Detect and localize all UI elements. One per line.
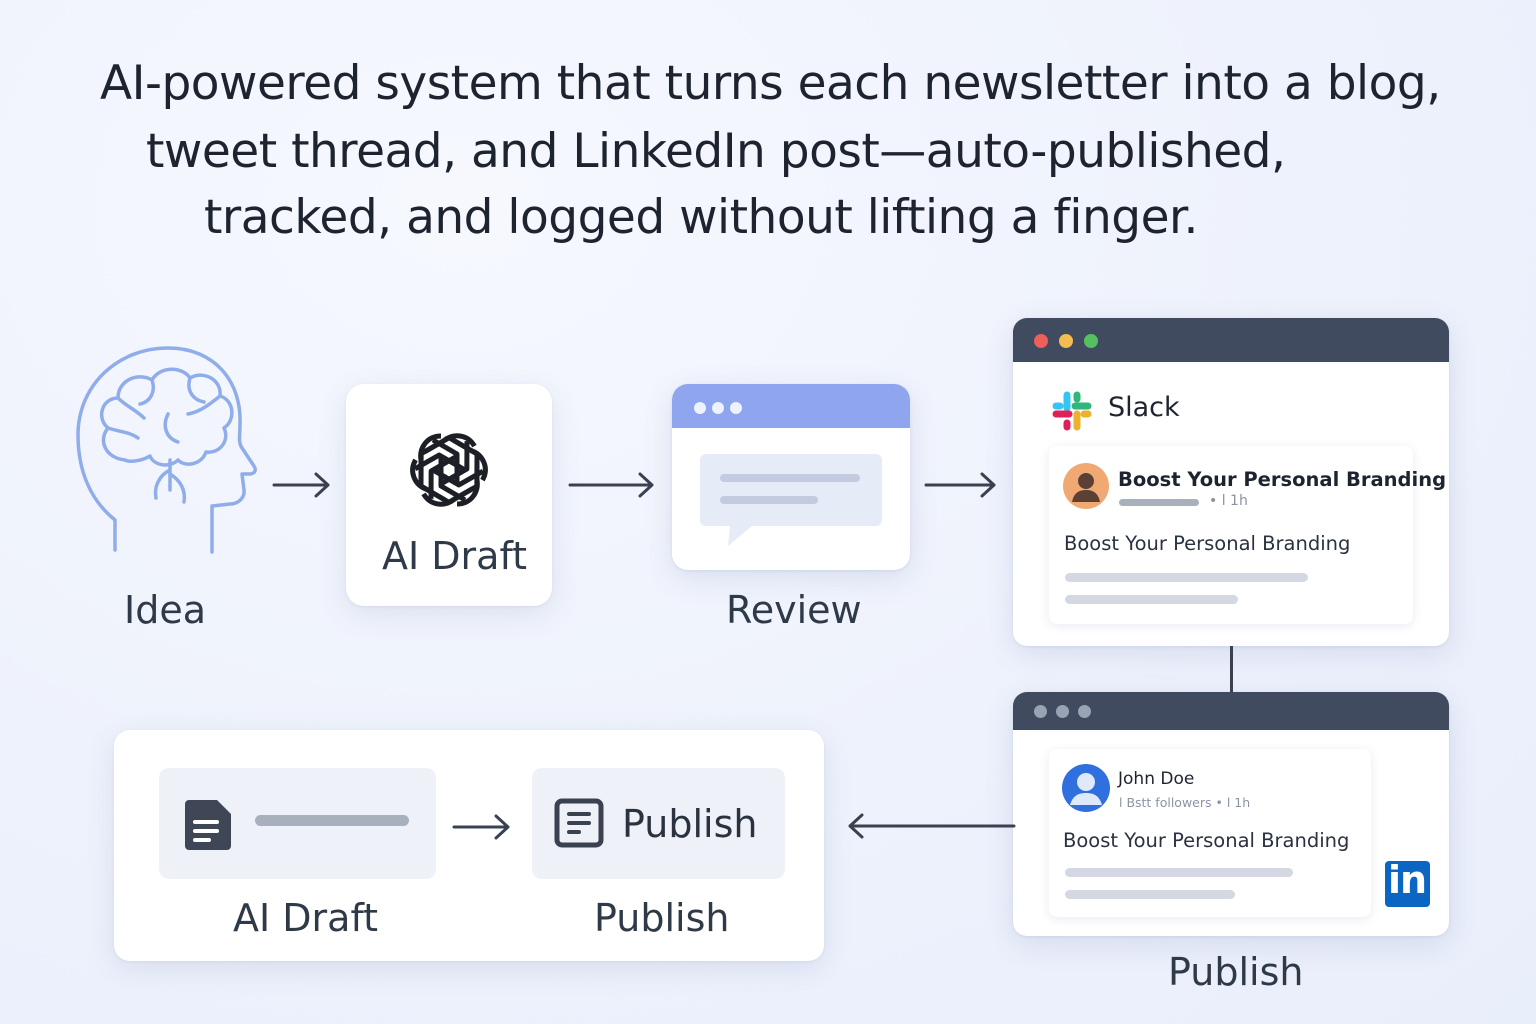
window-dot [730, 402, 742, 414]
linkedin-meta: l Bstt followers • l 1h [1119, 795, 1251, 810]
slack-post-meta: • l 1h [1209, 493, 1248, 509]
ai-draft-tile-bar [255, 815, 409, 826]
avatar-icon [1062, 764, 1110, 812]
brain-head-icon [76, 346, 257, 554]
linkedin-window: John Doe l Bstt followers • l 1h Boost Y… [1013, 692, 1449, 936]
avatar-icon [1063, 463, 1109, 509]
window-dot [1078, 705, 1091, 718]
publish-button-text: Publish [622, 802, 758, 846]
ai-draft-card: AI Draft [346, 384, 552, 606]
window-close-dot[interactable] [1034, 334, 1048, 348]
linkedin-author: John Doe [1118, 769, 1195, 789]
linkedin-post-line [1065, 890, 1235, 899]
slack-logo-icon [1052, 391, 1092, 431]
ai-draft-card-label: AI Draft [382, 534, 528, 578]
linkedin-post-body: Boost Your Personal Branding [1063, 829, 1350, 852]
arrow-left-icon [848, 813, 1016, 839]
arrow-right-icon [452, 814, 510, 840]
headline-line-3: tracked, and logged without lifting a fi… [204, 190, 1198, 245]
window-dot [1034, 705, 1047, 718]
window-maximize-dot[interactable] [1084, 334, 1098, 348]
headline-line-1: AI-powered system that turns each newsle… [100, 56, 1441, 111]
window-minimize-dot[interactable] [1059, 334, 1073, 348]
headline-line-2: tweet thread, and LinkedIn post—auto-pub… [146, 124, 1286, 179]
arrow-right-icon [924, 472, 996, 498]
review-window [672, 384, 910, 570]
linkedin-logo-icon: in [1385, 858, 1430, 907]
slack-post-title: Boost Your Personal Branding [1118, 468, 1447, 491]
vertical-connector [1230, 646, 1233, 694]
slack-post-line [1065, 595, 1238, 604]
arrow-right-icon [272, 472, 330, 498]
bottom-publish-label: Publish [594, 896, 730, 940]
linkedin-publish-label: Publish [1168, 950, 1304, 994]
openai-logo-icon [410, 433, 488, 507]
publish-doc-icon [554, 798, 604, 848]
slack-window-titlebar [1013, 318, 1449, 362]
chat-bubble-icon [700, 454, 882, 546]
slack-post-body: Boost Your Personal Branding [1064, 532, 1351, 555]
idea-label: Idea [124, 588, 206, 632]
slack-post-card: Boost Your Personal Branding • l 1h Boos… [1049, 446, 1446, 624]
window-dot [712, 402, 724, 414]
publish-button[interactable]: Publish [532, 768, 785, 879]
bottom-ai-draft-label: AI Draft [233, 896, 379, 940]
slack-post-meta-bar [1119, 499, 1199, 506]
linkedin-logo-text: in [1388, 858, 1427, 902]
linkedin-post-card: John Doe l Bstt followers • l 1h Boost Y… [1049, 749, 1371, 917]
ai-draft-tile [159, 768, 436, 879]
review-window-titlebar [672, 384, 910, 428]
document-icon [185, 800, 231, 850]
linkedin-post-line [1065, 868, 1293, 877]
window-dot [694, 402, 706, 414]
slack-app-name: Slack [1108, 392, 1180, 423]
arrow-right-icon [568, 472, 654, 498]
review-label: Review [726, 588, 862, 632]
slack-post-line [1065, 573, 1308, 582]
window-dot [1056, 705, 1069, 718]
bottom-panel: Publish AI Draft Publish [114, 730, 824, 961]
slack-window: Slack Boost Your Personal Branding • l 1… [1013, 318, 1449, 646]
